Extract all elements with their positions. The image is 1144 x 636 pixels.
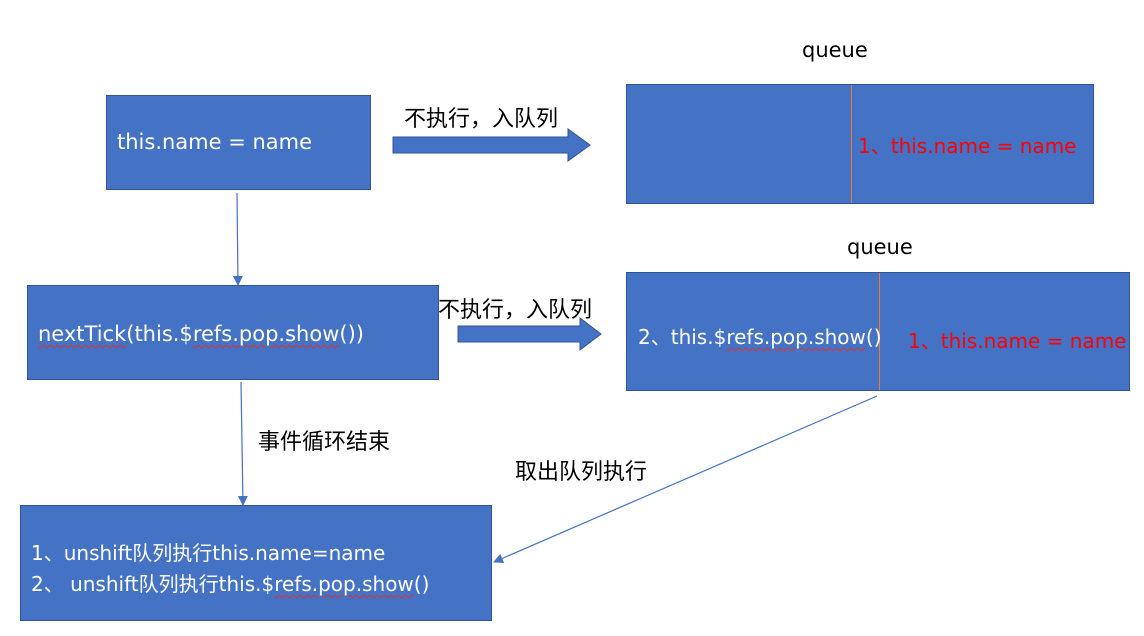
label-dequeue: 取出队列执行: [515, 460, 648, 485]
queue-divider-2: [879, 273, 880, 390]
label-enqueue-2: 不执行，入队列: [438, 298, 593, 323]
label-loop-end: 事件循环结束: [258, 430, 391, 455]
queue-label-1: queue: [802, 38, 868, 62]
queue2-item-1: 1、this.name = name: [908, 329, 1127, 353]
queue-divider-1: [851, 85, 852, 203]
queue-box-1: 1、this.name = name: [626, 84, 1094, 204]
statement-assign-text: this.name = name: [117, 130, 313, 154]
queue-box-2: 2、this.$refs.pop.show() 1、this.name = na…: [626, 272, 1130, 391]
label-enqueue-1: 不执行，入队列: [404, 107, 559, 132]
statement-nexttick-text: nextTick(this.$refs.pop.show()): [38, 322, 364, 346]
result-line-2: 2、 unshift队列执行this.$refs.pop.show(): [31, 572, 430, 596]
result-line-1: 1、unshift队列执行this.name=name: [31, 541, 386, 565]
queue-label-2: queue: [847, 235, 913, 259]
block-arrow-enqueue-1: [392, 128, 591, 162]
queue1-item-1: 1、this.name = name: [858, 134, 1077, 158]
result-box: 1、unshift队列执行this.name=name 2、 unshift队列…: [20, 505, 492, 621]
statement-box-nexttick: nextTick(this.$refs.pop.show()): [27, 285, 439, 380]
queue2-item-2: 2、this.$refs.pop.show(): [638, 325, 882, 349]
arrow-box1-to-box2: [232, 192, 243, 286]
statement-box-assign: this.name = name: [106, 95, 371, 190]
arrow-box2-to-result: [237, 381, 248, 506]
